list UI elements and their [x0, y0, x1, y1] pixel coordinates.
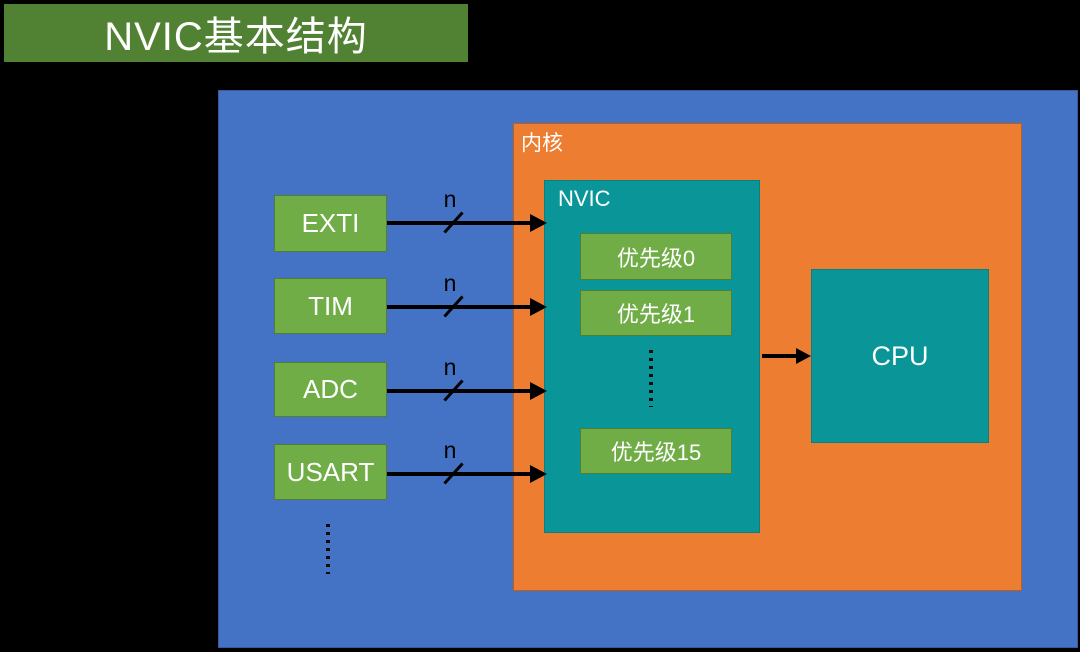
- bus-width-label-exti: n: [443, 186, 457, 212]
- peripheral-box-adc: ADC: [274, 362, 387, 417]
- arrow-exti-to-nvic: [387, 221, 533, 225]
- page-title: NVIC基本结构: [4, 4, 468, 62]
- arrowhead-nvic-to-cpu: [796, 348, 811, 364]
- priority-box-1: 优先级1: [580, 290, 732, 336]
- peripheral-box-exti: EXTI: [274, 195, 387, 252]
- arrow-adc-to-nvic: [387, 389, 533, 393]
- priority-ellipsis-dots: [649, 350, 653, 407]
- cpu-box: CPU: [811, 269, 989, 443]
- peripheral-box-tim: TIM: [274, 278, 387, 334]
- arrow-tim-to-nvic: [387, 305, 533, 309]
- bus-width-label-usart: n: [443, 437, 457, 463]
- arrowhead-adc-to-nvic: [530, 382, 547, 400]
- arrow-nvic-to-cpu: [762, 354, 798, 358]
- arrowhead-tim-to-nvic: [530, 298, 547, 316]
- arrowhead-usart-to-nvic: [530, 465, 547, 483]
- arrow-usart-to-nvic: [387, 472, 533, 476]
- nvic-label: NVIC: [558, 186, 611, 211]
- bus-width-label-adc: n: [443, 354, 457, 380]
- priority-box-0: 优先级0: [580, 233, 732, 280]
- kernel-label: 内核: [521, 132, 563, 155]
- priority-box-15: 优先级15: [580, 428, 732, 474]
- peripheral-ellipsis-dots: [326, 524, 330, 574]
- arrowhead-exti-to-nvic: [530, 214, 547, 232]
- peripheral-box-usart: USART: [274, 444, 387, 500]
- bus-width-label-tim: n: [443, 270, 457, 296]
